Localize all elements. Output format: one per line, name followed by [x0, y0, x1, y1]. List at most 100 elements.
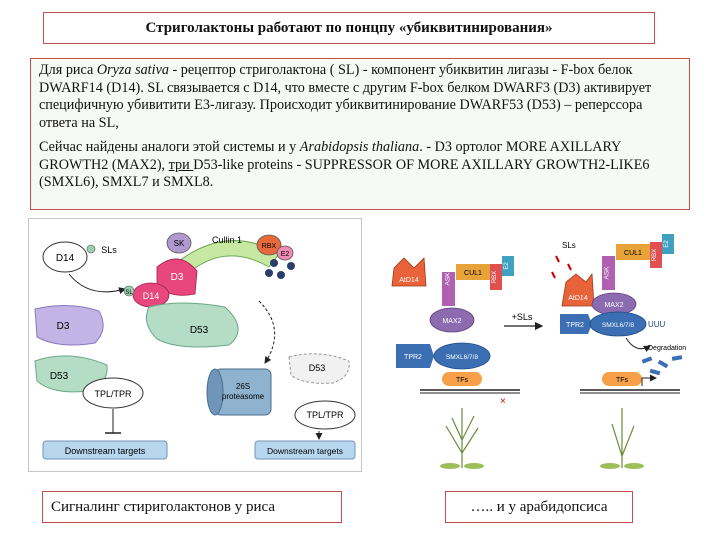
description-text-box: Для риса Oryza sativa - рецептор стригол…: [30, 58, 690, 210]
sl-bound-label: SL: [125, 290, 133, 296]
tpr2-left-shape: [396, 344, 434, 368]
activation-arrow: [68, 273, 126, 294]
proteasome-label-1: 26S: [236, 382, 250, 391]
p2-text-underlined: три: [168, 156, 194, 173]
d53-degraded-label: D53: [309, 363, 326, 373]
max2-left-label: MAX2: [442, 318, 461, 325]
rice-signaling-diagram: D14 SLs Cullin 1 SK RBX E2 D3 D14 SL D53…: [28, 218, 362, 472]
proteasome-label-2: proteasome: [222, 392, 265, 401]
sk-label: SK: [174, 239, 185, 248]
sl-bound-mark: [123, 285, 135, 297]
rbx-label: RBX: [262, 243, 277, 250]
smxl-right-label: SMXL6/7/8: [602, 322, 635, 329]
tpl-left-shape: [82, 377, 144, 409]
downstream-box-left: [42, 440, 168, 460]
p1-text-a: Для риса: [39, 62, 97, 78]
cul1-left-label: CUL1: [464, 270, 482, 277]
p1-species-name: Oryza sativa: [96, 62, 169, 78]
downstream-label-left: Downstream targets: [65, 446, 146, 456]
d53-left-label: D53: [50, 371, 69, 382]
p2-text-e: D53-like proteins - SUPPRESSOR OF MORE A…: [39, 156, 650, 191]
fragment: [641, 356, 653, 364]
sl-mark: [551, 271, 556, 279]
sl-mark: [567, 263, 572, 271]
atd14-left-label: AtD14: [399, 277, 419, 284]
ask-left-shape: [442, 272, 455, 306]
atd14-left-shape: [391, 257, 427, 287]
d53-bound-label: D53: [190, 325, 209, 336]
block-mark: ×: [500, 396, 506, 407]
max2-left-shape: [429, 307, 475, 333]
slide-title: Стриголактоны работают по понцпу «убикви…: [43, 12, 655, 44]
plus-sls-label: +SLs: [512, 312, 533, 322]
fragment: [649, 368, 661, 376]
sk-shape: [166, 232, 192, 254]
smxl-left-shape: [433, 342, 491, 370]
ask-right-shape: [602, 256, 615, 290]
caption-arabidopsis: ….. и у арабидопсиса: [445, 491, 633, 523]
cullin-label: Cullin 1: [212, 235, 242, 245]
ask-left-label: ASK: [445, 272, 452, 286]
atd14-right-label: AtD14: [568, 295, 588, 302]
tfs-right-shape: [602, 372, 642, 386]
p2-text-c: . - D3 ортолог MORE AXILLARY GROWTH2 (MA…: [39, 139, 621, 173]
transcription-arrow: [641, 374, 657, 386]
tpr2-right-shape: [560, 314, 592, 334]
tpl-left-label: TPL/TPR: [94, 389, 132, 399]
rbx-shape: [256, 234, 282, 256]
sls-right-label: SLs: [562, 241, 576, 250]
cul1-left-shape: [456, 264, 490, 280]
fragment: [671, 355, 683, 361]
rbx-right-label: RBX: [652, 249, 658, 261]
ubiquitin-dot: [277, 271, 285, 279]
degradation-label: Degradation: [648, 345, 686, 352]
tfs-left-label: TFs: [456, 377, 469, 384]
max2-right-label: MAX2: [604, 302, 623, 309]
e2-left-label: E2: [504, 262, 510, 270]
downstream-box-right: [254, 440, 356, 460]
e2-label: E2: [281, 251, 290, 258]
d3-top-label: D3: [171, 272, 184, 283]
ubiquitin-dot: [265, 269, 273, 277]
e2-left-shape: [502, 256, 514, 276]
atd14-right-shape: [561, 272, 595, 307]
ubiquitin-chain-label: UUU: [648, 320, 666, 329]
paragraph-arabidopsis: Сейчас найдены аналоги этой системы и у …: [39, 139, 681, 192]
proteasome-cap: [206, 368, 224, 416]
degradation-arrow: [625, 337, 651, 353]
e2-right-shape: [662, 234, 674, 254]
paragraph-rice: Для риса Oryza sativa - рецептор стригол…: [39, 62, 681, 132]
fragment: [657, 359, 669, 369]
e2-right-label: E2: [664, 240, 670, 248]
sl-mark: [555, 255, 560, 263]
ubiquitin-dot: [270, 259, 278, 267]
tfs-right-label: TFs: [616, 377, 629, 384]
arabidopsis-signaling-diagram: AtD14 ASK CUL1 RBX E2 MAX2 TPR2 SMXL6/7/…: [380, 228, 698, 472]
downstream-label-right: Downstream targets: [267, 446, 343, 456]
cul1-right-shape: [616, 244, 650, 260]
d3-shape: [34, 304, 104, 346]
d14-free-shape: [42, 241, 88, 273]
sls-label: SLs: [101, 245, 117, 255]
d3-label: D3: [57, 321, 70, 332]
ubiquitin-dot: [287, 262, 295, 270]
smxl-left-label: SMXL6/7/8: [446, 354, 479, 361]
sl-molecule: [86, 244, 96, 254]
d14-free-label: D14: [56, 253, 75, 264]
caption-rice: Сигналинг стириголактонов у риса: [42, 491, 342, 523]
tfs-left-shape: [442, 372, 482, 386]
smxl-right-shape: [589, 311, 647, 337]
ask-right-label: ASK: [604, 266, 611, 280]
p1-text-c: - рецептор стриголактона ( SL) - компоне…: [39, 62, 652, 131]
tpr2-left-label: TPR2: [404, 354, 422, 361]
rbx-left-shape: [490, 264, 502, 290]
rbx-right-shape: [650, 242, 662, 268]
d14-complex-label: D14: [143, 291, 160, 301]
cul1-right-label: CUL1: [624, 250, 642, 257]
p2-text-a: Сейчас найдены аналоги этой системы и у: [39, 139, 300, 155]
tpl-right-label: TPL/TPR: [306, 410, 344, 420]
plant-right-icon: [600, 408, 644, 469]
p2-species-name: Arabidopsis thaliana: [299, 139, 420, 155]
tpl-right-shape: [294, 400, 356, 430]
d53-bound-shape: [145, 302, 239, 348]
